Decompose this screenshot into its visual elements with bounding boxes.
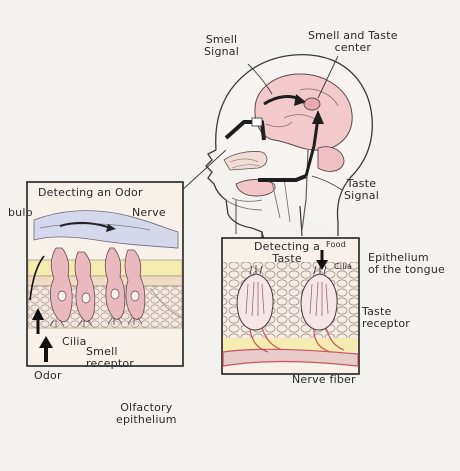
tongue xyxy=(235,179,276,197)
nerve-fiber-band xyxy=(222,348,359,367)
taste-buds xyxy=(236,265,338,331)
epithelium-tongue-label: Epithelium of the tongue xyxy=(368,251,445,276)
food-label: Food xyxy=(326,240,346,249)
odor-label: Odor xyxy=(34,369,62,382)
smell-receptor-label: Smell receptor xyxy=(86,345,135,370)
smell-receptors xyxy=(50,247,146,323)
center-spot xyxy=(303,97,321,111)
smell-taste-center-label: Smell and Taste center xyxy=(308,29,398,54)
cilia-label-left: Cilia xyxy=(62,335,87,348)
olfactory-bulb xyxy=(33,210,179,249)
nerve-fiber-label: Nerve fiber xyxy=(292,373,356,386)
face-profile xyxy=(205,149,263,240)
smell-signal-label: Smell Signal xyxy=(204,33,239,58)
odor-panel-title: Detecting an Odor xyxy=(38,186,143,199)
bulb-label: bulb xyxy=(8,206,33,219)
cilia-label-right: Cilia xyxy=(334,262,353,271)
cerebellum xyxy=(317,146,345,172)
taste-pathway xyxy=(258,174,307,182)
nerve-label: Nerve xyxy=(132,206,166,219)
taste-panel xyxy=(221,237,360,375)
taste-signal-label: Taste Signal xyxy=(344,177,379,202)
taste-receptor-label: Taste receptor xyxy=(362,305,411,330)
odor-panel xyxy=(26,181,184,367)
taste-panel-title: Detecting a Taste xyxy=(254,240,321,265)
olfactory-epithelium-label: Olfactory epithelium xyxy=(116,401,177,426)
head-profile xyxy=(205,54,373,249)
brain xyxy=(254,73,353,151)
